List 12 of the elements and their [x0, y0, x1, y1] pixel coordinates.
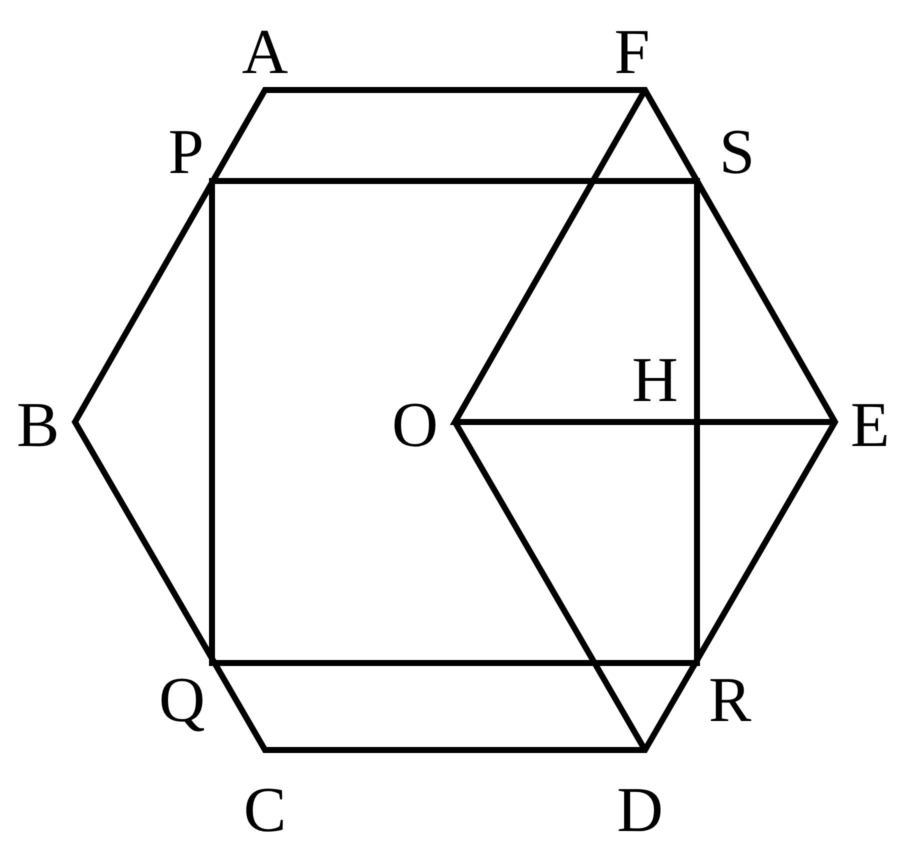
point-label: C	[244, 778, 286, 842]
point-label: P	[168, 120, 204, 184]
point-label: F	[614, 20, 650, 84]
point-label: S	[719, 120, 755, 184]
point-label: D	[616, 778, 664, 842]
point-label: E	[850, 393, 890, 457]
point-label: Q	[158, 668, 206, 732]
point-label: R	[708, 668, 752, 732]
point-label: A	[242, 20, 288, 84]
point-label: H	[632, 348, 678, 412]
point-label: B	[16, 393, 60, 457]
point-label: O	[392, 393, 438, 457]
